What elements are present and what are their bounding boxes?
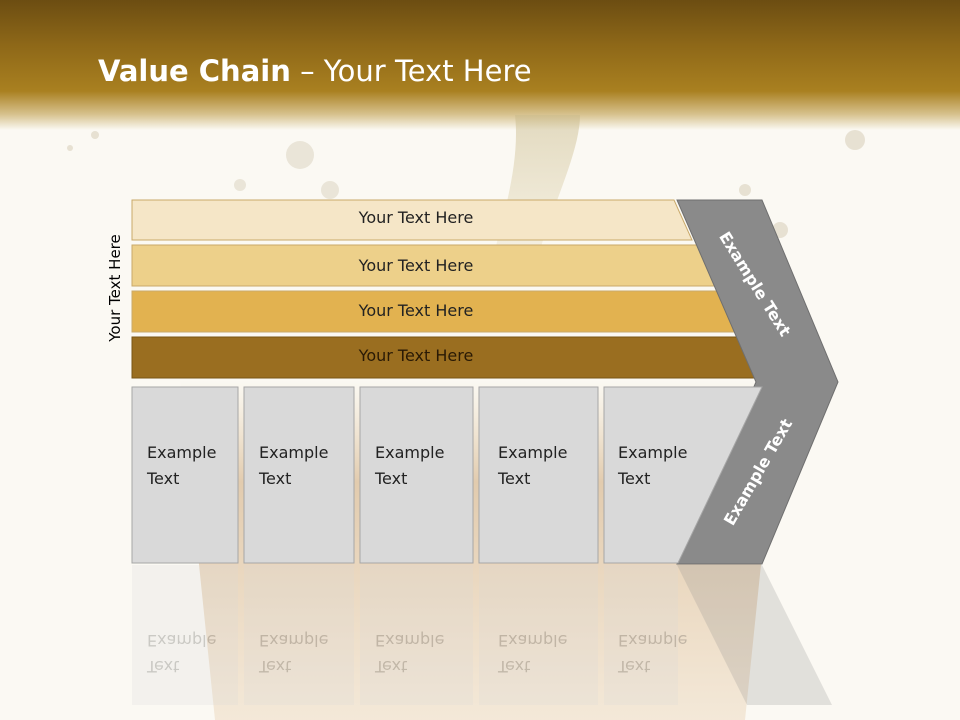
band-2-label: Your Text Here [358, 256, 474, 275]
box-1-label: Example Text [147, 440, 216, 492]
band-4-label: Your Text Here [358, 346, 474, 365]
box-5[interactable] [603, 386, 763, 564]
title-bold: Value Chain [98, 54, 291, 88]
box-3-line-2: Text [375, 469, 408, 488]
box-1[interactable] [131, 386, 239, 564]
box-4-line-2: Text [498, 469, 531, 488]
box-4-line-1: Example [498, 443, 568, 462]
box-3[interactable] [359, 386, 474, 564]
box-3-line-1: Example [375, 443, 445, 462]
box-2-label: Example Text [259, 440, 328, 492]
box-2-line-2: Text [259, 469, 292, 488]
slide-title: Value Chain – Your Text Here [98, 54, 532, 88]
box-5-label: Example Text [618, 440, 687, 492]
box-2-line-1: Example [259, 443, 329, 462]
box-3-label: Example Text [375, 440, 444, 492]
band-3-label: Your Text Here [358, 301, 474, 320]
box-1-line-2: Text [147, 469, 180, 488]
box-1-line-1: Example [147, 443, 217, 462]
box-2[interactable] [243, 386, 355, 564]
box-4-label: Example Text [498, 440, 567, 492]
title-rest: – Your Text Here [290, 54, 532, 88]
box-4[interactable] [478, 386, 599, 564]
band-1-label: Your Text Here [358, 208, 474, 227]
header-band [0, 0, 960, 130]
band-1[interactable] [131, 199, 693, 241]
box-5-line-2: Text [618, 469, 651, 488]
box-5-line-1: Example [618, 443, 688, 462]
